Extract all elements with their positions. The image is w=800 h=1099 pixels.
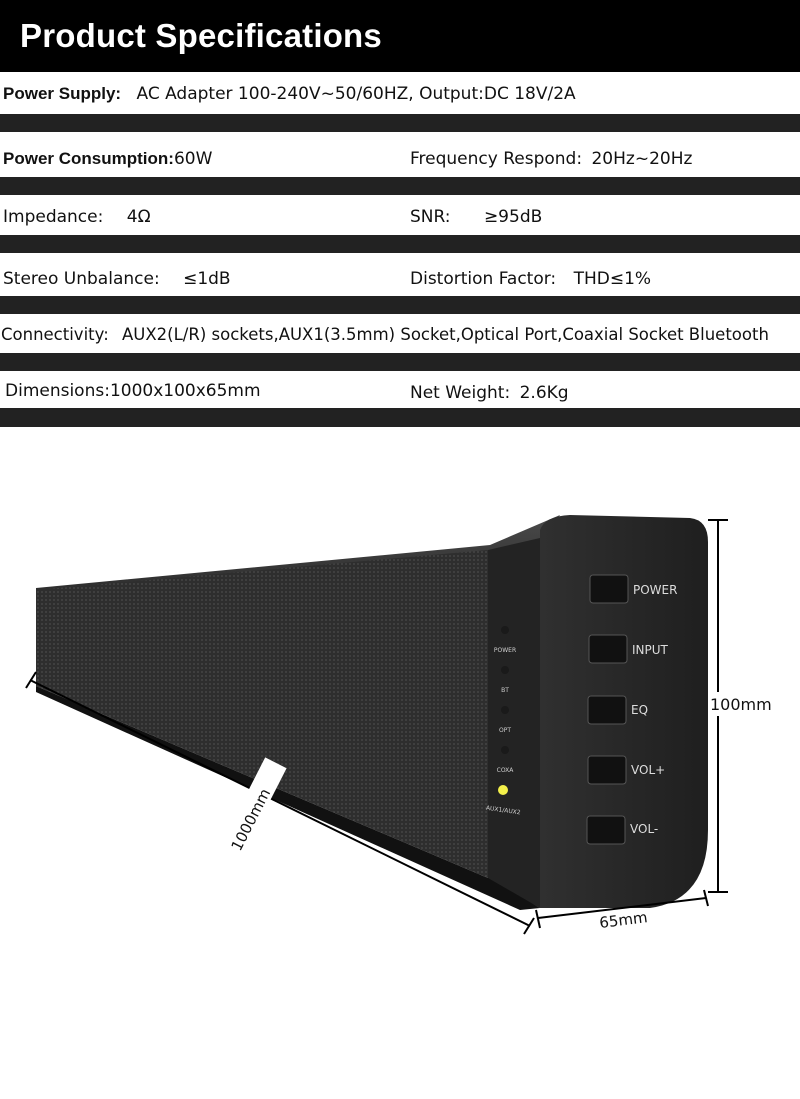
frequency-value: 20Hz~20Hz xyxy=(591,149,693,169)
height-dimension-label: 100mm xyxy=(710,695,772,714)
input-button[interactable] xyxy=(588,634,628,664)
eq-button-label: EQ xyxy=(631,703,648,717)
weight-label: Net Weight: xyxy=(410,383,511,403)
distortion-value: THD≤1% xyxy=(573,269,652,289)
dimensions-label: Dimensions: xyxy=(5,381,110,401)
header-bar: Product Specifications xyxy=(0,0,800,72)
divider-bar xyxy=(0,353,800,371)
power-button[interactable] xyxy=(589,574,629,604)
impedance-value: 4Ω xyxy=(126,207,151,227)
connectivity-label: Connectivity: xyxy=(1,325,109,344)
depth-dimension: 65mm xyxy=(535,889,709,932)
power-consumption-label: Power Consumption: xyxy=(3,149,174,168)
soundbar-front-grille xyxy=(36,550,488,878)
divider-bar xyxy=(0,114,800,132)
vol-up-button[interactable] xyxy=(587,755,627,785)
dimensions-value: 1000x100x65mm xyxy=(109,381,261,401)
snr-value: ≥95dB xyxy=(483,207,543,227)
stereo-label: Stereo Unbalance: xyxy=(3,269,160,289)
indicator-active-led xyxy=(498,785,508,795)
input-button-label: INPUT xyxy=(632,643,669,657)
page-title: Product Specifications xyxy=(20,17,382,54)
divider-bar xyxy=(0,177,800,195)
control-buttons: POWER INPUT EQ VOL+ VOL- xyxy=(586,574,677,845)
weight-value: 2.6Kg xyxy=(519,383,569,403)
indicator-power-label: POWER xyxy=(494,647,516,654)
snr-label: SNR: xyxy=(410,207,451,227)
divider-bar xyxy=(0,235,800,253)
power-supply-label: Power Supply: xyxy=(3,84,122,103)
height-dimension: 100mm xyxy=(708,519,774,893)
vol-up-button-label: VOL+ xyxy=(631,763,665,777)
power-button-label: POWER xyxy=(633,583,677,597)
vol-down-button-label: VOL- xyxy=(630,822,658,836)
impedance-label: Impedance: xyxy=(3,207,104,227)
power-consumption-value: 60W xyxy=(173,149,213,169)
divider-bar xyxy=(0,296,800,314)
depth-dimension-label: 65mm xyxy=(598,908,648,932)
frequency-label: Frequency Respond: xyxy=(410,149,583,169)
indicator-bt-label: BT xyxy=(501,687,509,694)
divider-bar xyxy=(0,408,800,427)
vol-down-button[interactable] xyxy=(586,815,626,845)
distortion-label: Distortion Factor: xyxy=(410,269,557,289)
indicator-opt-label: OPT xyxy=(499,727,511,734)
indicator-aux-label: AUX1/AUX2 xyxy=(485,805,521,817)
connectivity-value: AUX2(L/R) sockets,AUX1(3.5mm) Socket,Opt… xyxy=(122,325,769,344)
stereo-value: ≤1dB xyxy=(183,269,231,289)
power-supply-value: AC Adapter 100-240V~50/60HZ, Output:DC 1… xyxy=(136,84,576,104)
soundbar-svg: POWER BT OPT COXA AUX1/AUX2 POWER INPUT … xyxy=(25,515,774,935)
indicator-coxa-label: COXA xyxy=(497,767,515,774)
indicator-panel: POWER BT OPT COXA AUX1/AUX2 xyxy=(485,626,521,816)
eq-button[interactable] xyxy=(587,695,627,725)
soundbar-illustration: POWER BT OPT COXA AUX1/AUX2 POWER INPUT … xyxy=(0,430,800,1095)
soundbar-front-frame xyxy=(488,538,540,908)
